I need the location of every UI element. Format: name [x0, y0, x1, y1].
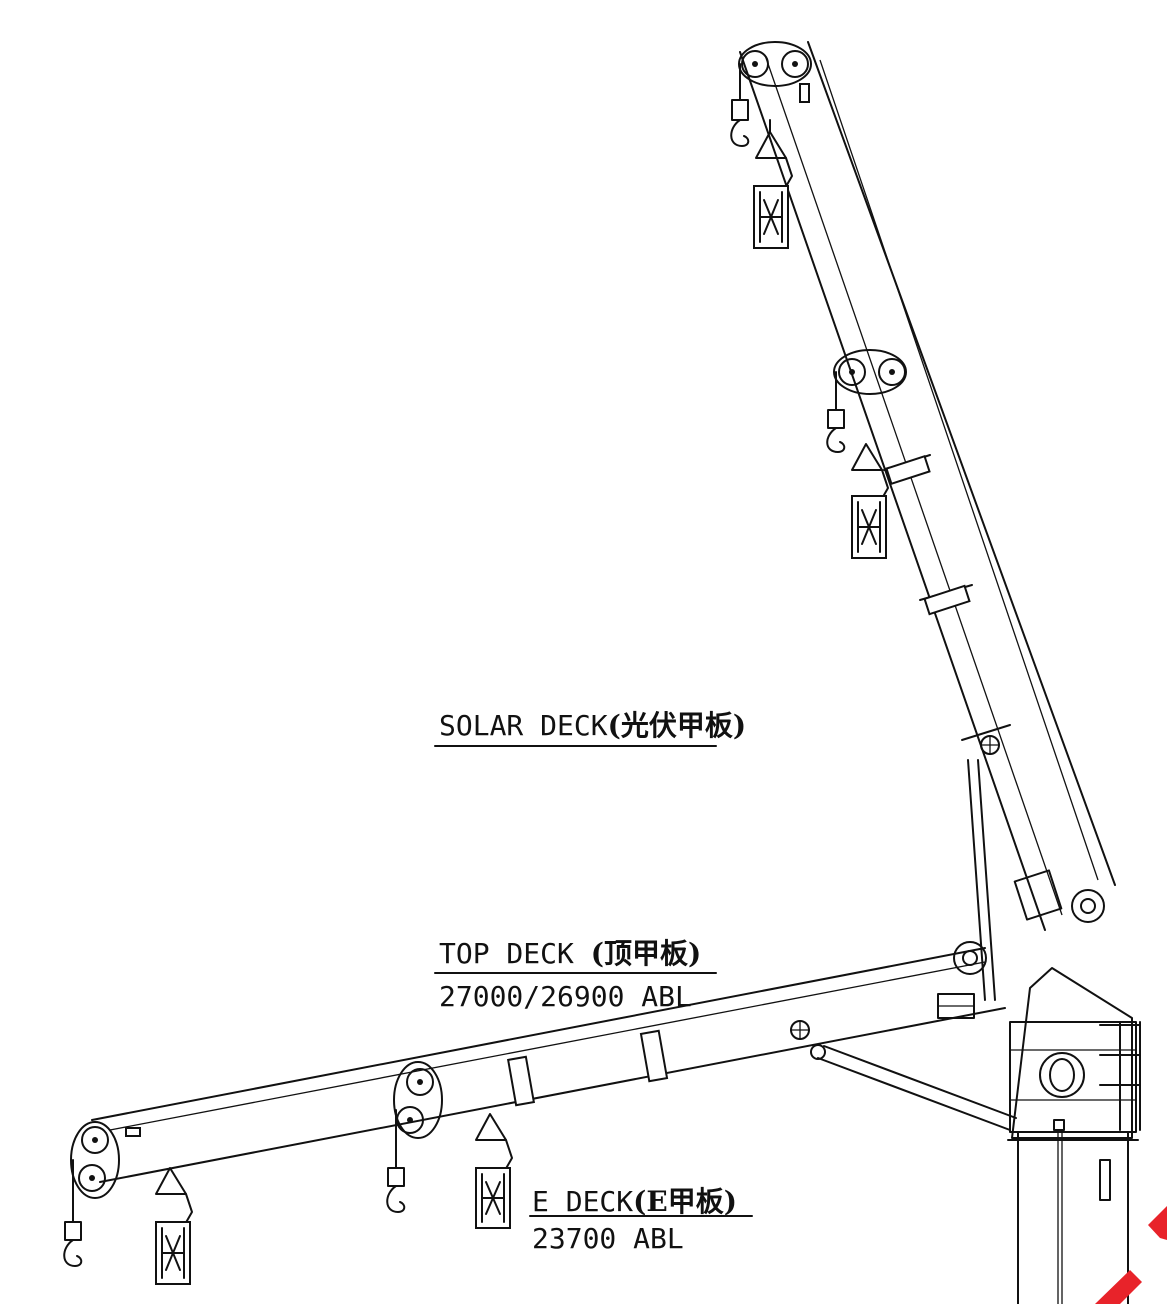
- e-deck-cn: (E甲板): [633, 1185, 737, 1218]
- deployed-boom: [91, 941, 1006, 1183]
- e-deck-label: E DECK(E甲板): [532, 1180, 737, 1220]
- solar-deck-name: SOLAR DECK: [439, 709, 608, 742]
- top-deck-cn: (顶甲板): [590, 937, 702, 970]
- e-deck-name: E DECK: [532, 1185, 634, 1218]
- solar-deck-label: SOLAR DECK(光伏甲板): [439, 704, 746, 744]
- solar-deck-cn: (光伏甲板): [607, 709, 747, 742]
- crane-pedestal: [1007, 967, 1141, 1304]
- deck-level-lines: [434, 745, 753, 1217]
- watermark-mark: [1095, 1206, 1167, 1304]
- top-deck-label: TOP DECK (顶甲板): [439, 932, 701, 972]
- raised-boom: [739, 41, 1116, 931]
- top-deck-name: TOP DECK: [439, 937, 574, 970]
- raised-boom-mid-sheaves: [826, 349, 907, 559]
- deployed-boom-tip-sheaves: [63, 1121, 193, 1285]
- deployed-boom-mid-sheaves: [386, 1061, 513, 1229]
- hydraulic-cylinders: [810, 759, 1017, 1131]
- raised-boom-top-sheaves: [730, 41, 812, 249]
- e-deck-level: 23700 ABL: [532, 1222, 684, 1255]
- top-deck-level: 27000/26900 ABL: [439, 980, 692, 1013]
